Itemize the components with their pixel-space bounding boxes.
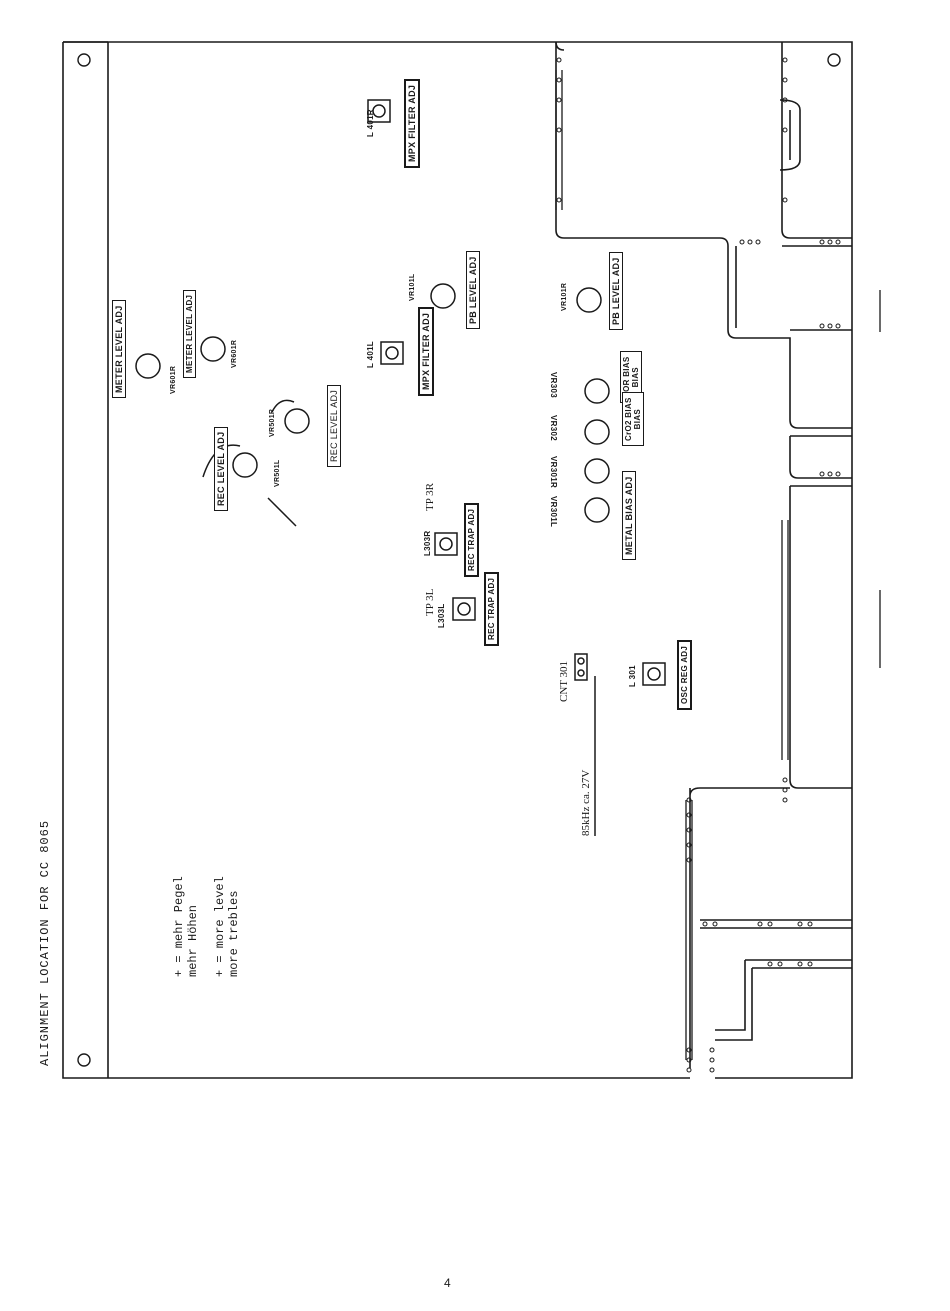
page-number: 4 <box>444 1276 451 1290</box>
page-title: ALIGNMENT LOCATION FOR CC 8065 <box>38 819 52 1066</box>
label-l401r: L 401R <box>366 109 375 137</box>
pot-vr501l <box>232 452 258 478</box>
legend-line-4: more trebles <box>227 890 241 977</box>
pot-vr301r <box>584 458 610 484</box>
mount-hole-tl <box>77 53 91 67</box>
pot-vr601r-2 <box>200 336 226 362</box>
pot-vr301l <box>584 497 610 523</box>
coil-l301 <box>642 662 666 686</box>
label-l303l: L303L <box>437 603 446 628</box>
label-cro2-bias: CrO2 BIAS BIAS <box>622 392 644 446</box>
cro2-bias-line-1: CrO2 BIAS <box>624 397 633 441</box>
label-osc-reg-adj: OSC REG ADJ <box>677 639 692 710</box>
label-vr101l: VR101L <box>409 273 416 301</box>
label-pb-level-adj-2: PB LEVEL ADJ <box>609 252 623 330</box>
pot-vr101r <box>576 287 602 313</box>
label-tp-3l: TP 3L <box>424 588 436 616</box>
label-vr501r: VR501R <box>269 408 276 437</box>
label-vr101r: VR101R <box>561 282 568 311</box>
label-meter-level-adj-1: METER LEVEL ADJ <box>112 300 126 398</box>
label-tp-3r: TP 3R <box>424 482 436 511</box>
coil-l401l <box>380 341 404 365</box>
label-rec-level-adj-1: REC LEVEL ADJ <box>214 426 228 511</box>
label-vr601r: VR601R <box>170 365 177 394</box>
mount-hole-tr <box>827 53 841 67</box>
pot-vr601r <box>135 353 161 379</box>
cro2-bias-line-2: BIAS <box>633 409 642 430</box>
label-vr601r-2: VR601R <box>231 339 238 368</box>
legend-line-1: + = mehr Pegel <box>172 876 186 977</box>
board-edge <box>63 41 852 429</box>
coil-l303l <box>452 597 476 621</box>
label-rec-trap-adj-2: REC TRAP ADJ <box>484 571 499 646</box>
label-mpx-filter-adj-1: MPX FILTER ADJ <box>404 78 420 168</box>
pot-vr501r <box>284 408 310 434</box>
label-vr301r: VR301R <box>549 456 558 489</box>
edge-dots <box>556 57 841 1073</box>
label-rec-trap-adj-1: REC TRAP ADJ <box>464 502 479 577</box>
coil-l401r <box>367 99 391 123</box>
label-metal-bias-adj: METAL BIAS ADJ <box>622 471 636 560</box>
coil-l303r <box>434 532 458 556</box>
label-pb-level-adj-1: PB LEVEL ADJ <box>466 251 480 329</box>
label-l301: L 301 <box>628 665 637 687</box>
label-mpx-filter-adj-2: MPX FILTER ADJ <box>418 306 434 396</box>
label-meter-level-adj-2: METER LEVEL ADJ <box>183 289 196 378</box>
label-rec-level-adj-2: REC LEVEL ADJ <box>327 384 341 467</box>
legend-line-2: mehr Höhen <box>186 904 200 977</box>
pot-vr302 <box>584 419 610 445</box>
label-l401l: L 401L <box>366 341 375 368</box>
label-vr303: VR303 <box>549 372 558 398</box>
pot-vr101l <box>430 283 456 309</box>
pot-vr303 <box>584 378 610 404</box>
connector-cnt301 <box>574 653 588 681</box>
label-osc-note: 85kHz ca. 27V <box>580 769 592 836</box>
label-vr302: VR302 <box>549 415 558 441</box>
legend-line-3: + = more level <box>213 876 227 977</box>
label-l303r: L303R <box>423 530 432 556</box>
mount-hole-bl <box>77 1053 91 1067</box>
label-vr501l: VR501L <box>274 459 281 487</box>
label-cnt301: CNT 301 <box>558 660 570 702</box>
label-vr301l: VR301L <box>549 496 558 528</box>
